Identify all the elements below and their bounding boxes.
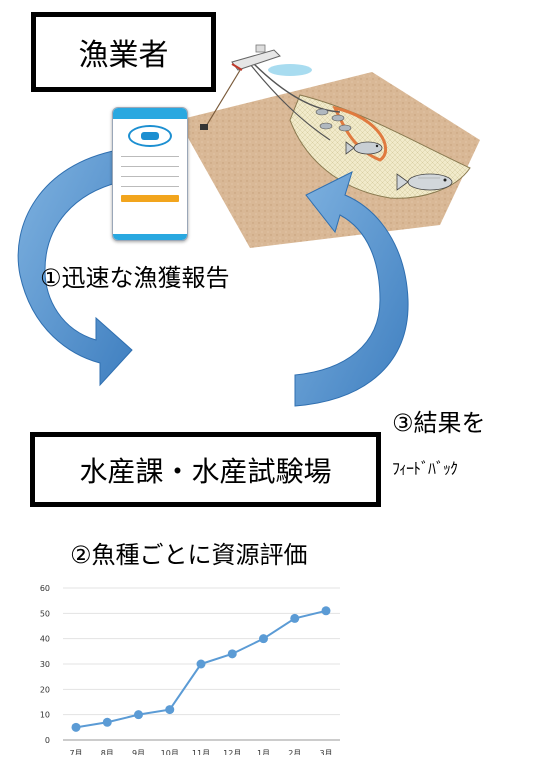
- fisher-box: 漁業者: [31, 12, 216, 92]
- phone-submit-button: [121, 195, 179, 202]
- app-logo: [128, 125, 172, 147]
- data-point: [165, 705, 175, 715]
- y-tick-label: 50: [40, 609, 50, 618]
- smartphone-app-icon: [112, 107, 188, 241]
- fish-school-icon: [315, 108, 352, 132]
- step2-label: ②魚種ごとに資源評価: [70, 541, 308, 569]
- x-tick-label: 7月: [69, 749, 82, 755]
- step3-label: ③結果を: [392, 409, 486, 437]
- phone-header-bar: [113, 108, 187, 119]
- data-point: [196, 659, 206, 669]
- data-point: [227, 649, 237, 659]
- cycle-illustration: [17, 44, 480, 407]
- step1-label: ①迅速な漁獲報告: [40, 264, 230, 292]
- phone-field: [121, 171, 179, 177]
- data-point: [259, 634, 268, 644]
- data-point: [321, 606, 331, 616]
- step3-feedback-label: ﾌｨｰﾄﾞﾊﾞｯｸ: [392, 459, 458, 478]
- phone-footer-bar: [113, 234, 187, 240]
- data-point: [71, 722, 81, 732]
- tow-line-left: [204, 61, 246, 129]
- tow-line-mid: [249, 63, 331, 141]
- arrow-feedback-right: [294, 171, 409, 407]
- series-line: [75, 609, 327, 729]
- agency-label: 水産課・水産試験場: [79, 454, 332, 488]
- agency-box: 水産課・水産試験場: [30, 432, 381, 507]
- otter-board: [200, 124, 208, 130]
- boat-icon: [231, 44, 281, 71]
- y-tick-label: 0: [45, 736, 50, 745]
- y-tick-label: 60: [40, 584, 50, 593]
- large-fish-icon: [396, 173, 453, 191]
- arrow-report-left: [17, 149, 133, 387]
- y-tick-label: 40: [40, 635, 50, 644]
- x-tick-label: 1月: [257, 749, 270, 755]
- resource-line-chart: 0 10 20 30 40 50 60 7月 8月 9月 10月 11月 12月 1月 2月 3月: [40, 584, 340, 755]
- y-tick-label: 10: [40, 711, 50, 720]
- water-patch: [268, 64, 312, 76]
- phone-field: [121, 151, 179, 157]
- data-point: [290, 613, 300, 623]
- y-tick-label: 30: [40, 660, 50, 669]
- x-tick-label: 12月: [223, 749, 241, 755]
- x-tick-label: 3月: [319, 749, 332, 755]
- phone-field: [121, 161, 179, 167]
- fisher-label: 漁業者: [78, 38, 169, 73]
- fish-icon: [345, 141, 383, 155]
- data-point: [134, 710, 143, 720]
- x-tick-label: 8月: [101, 749, 114, 755]
- data-point: [102, 717, 112, 727]
- x-tick-label: 11月: [192, 749, 210, 755]
- x-tick-label: 2月: [288, 749, 301, 755]
- phone-field: [121, 181, 179, 187]
- y-tick-label: 20: [40, 685, 50, 694]
- tow-line-right: [251, 61, 341, 113]
- x-tick-label: 10月: [161, 749, 179, 755]
- x-tick-label: 9月: [132, 749, 145, 755]
